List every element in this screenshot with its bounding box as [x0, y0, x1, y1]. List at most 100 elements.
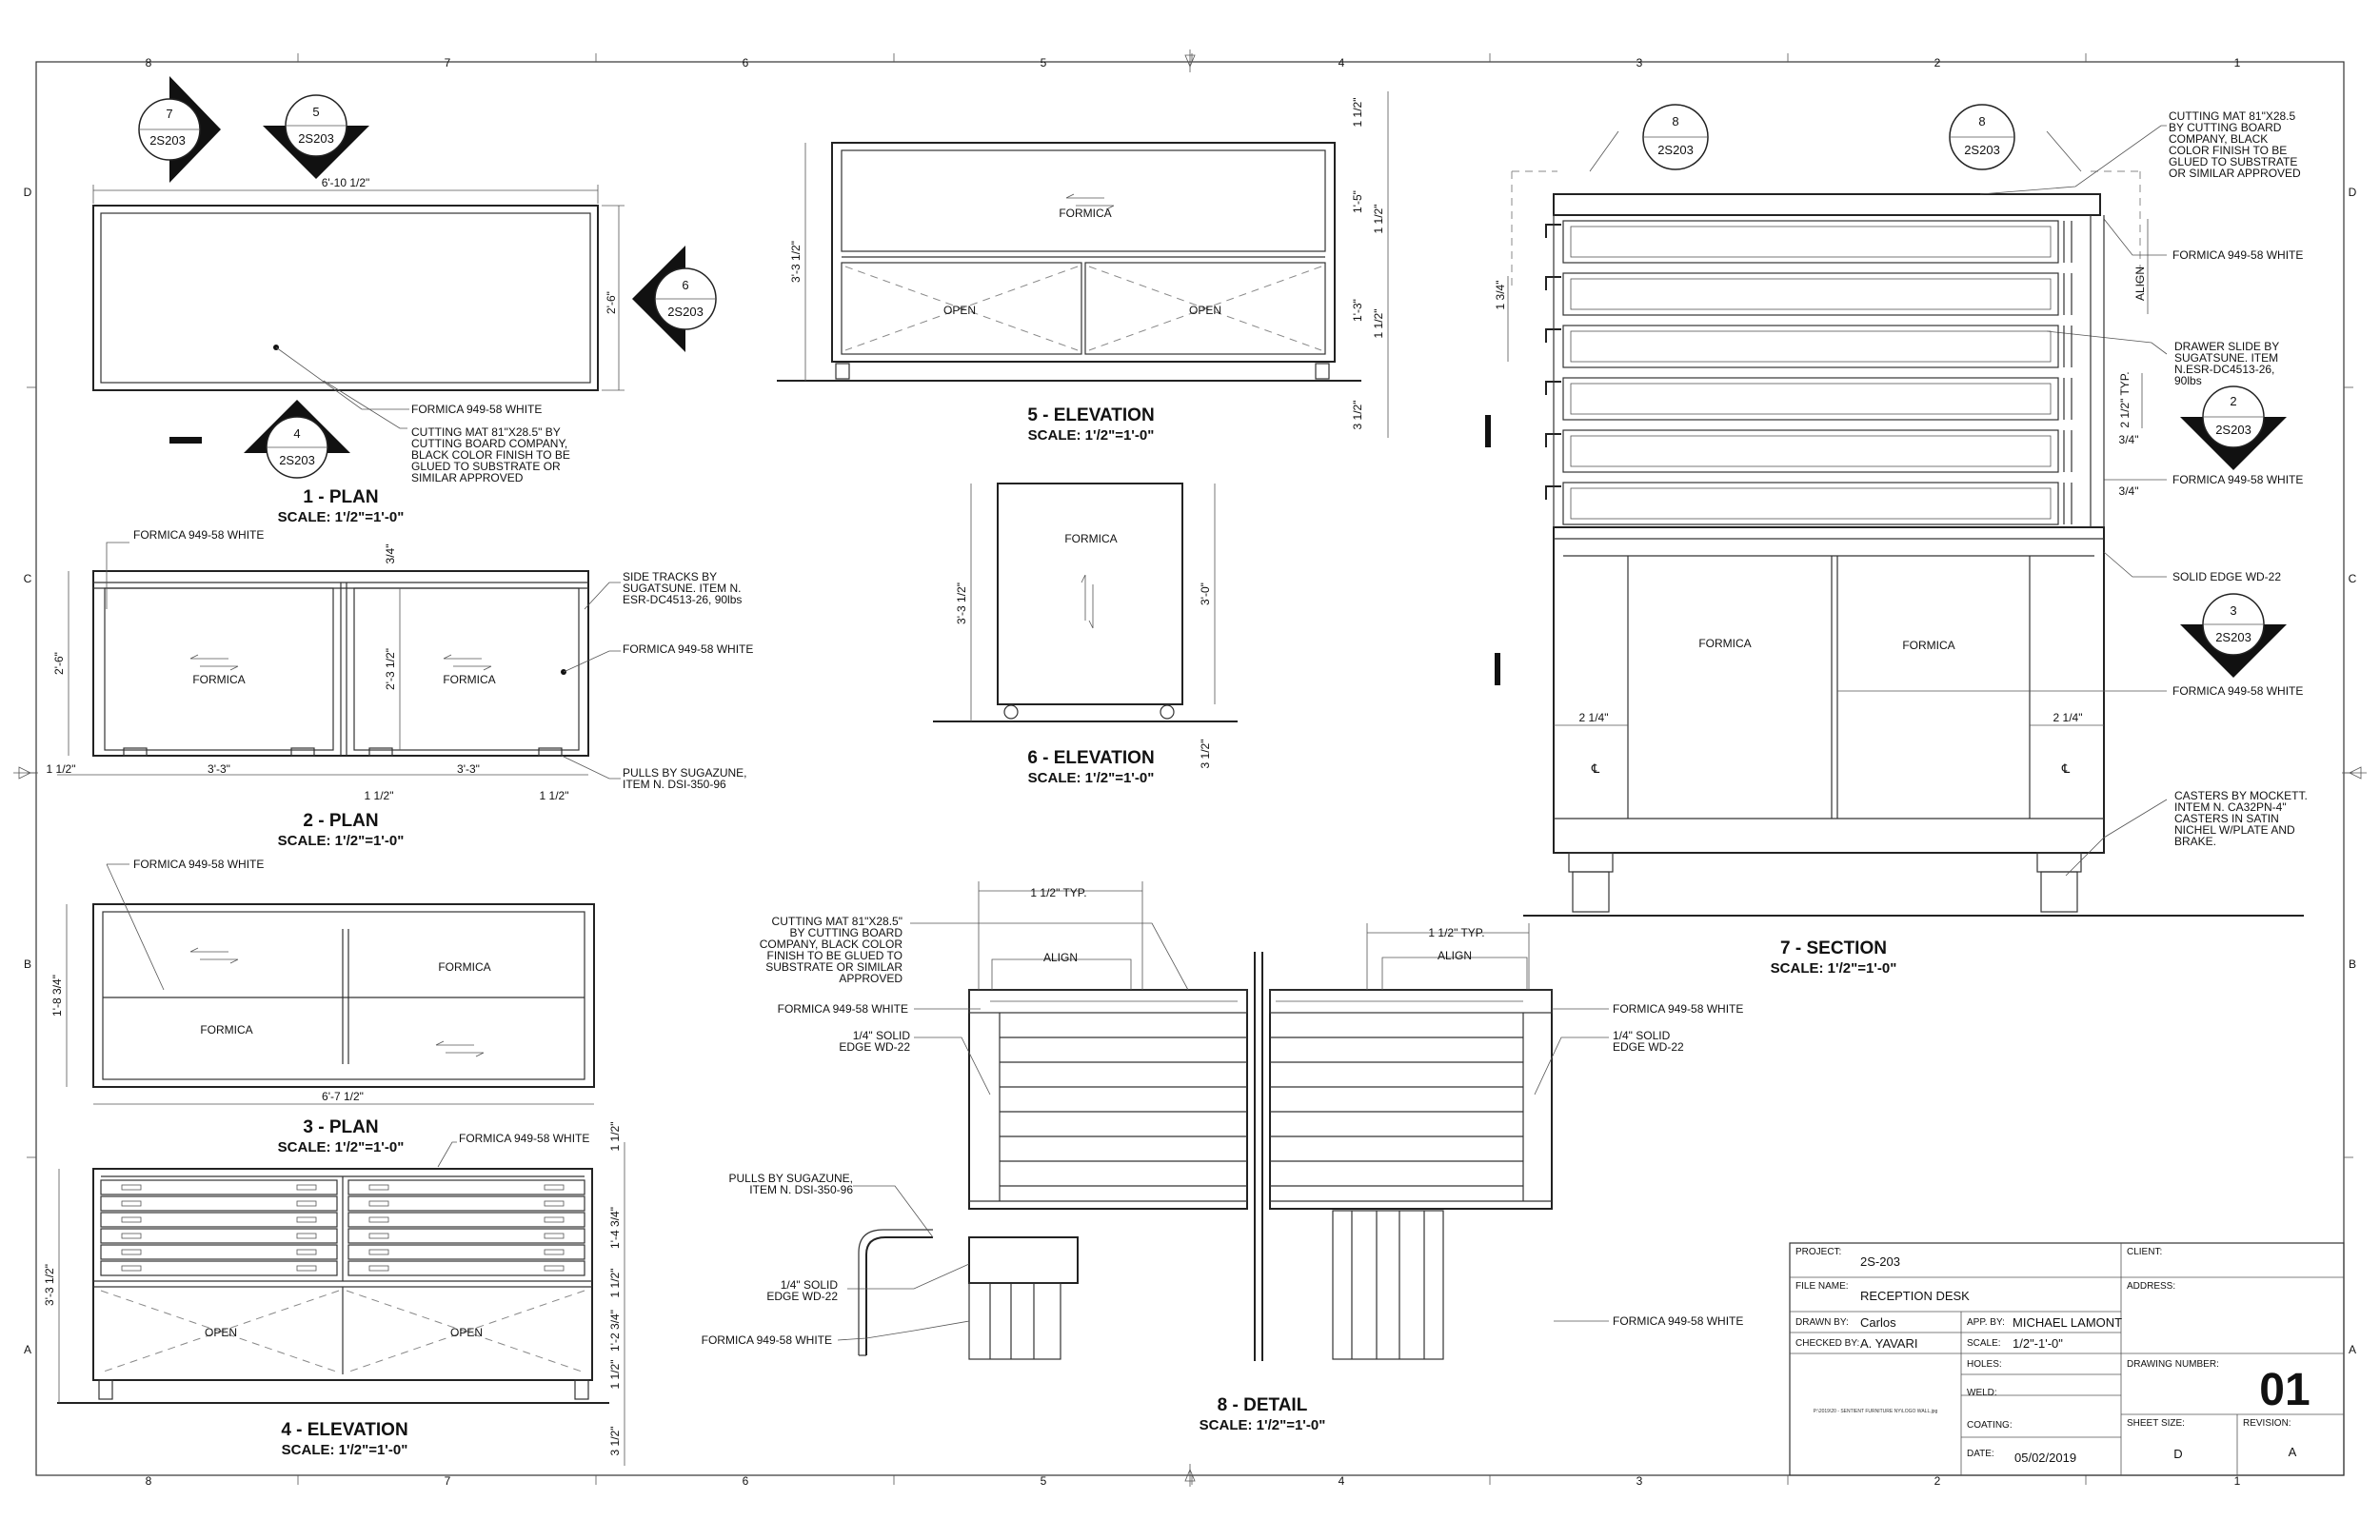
drawer-tray	[1570, 383, 2052, 415]
dimension-label: 3'-0"	[1199, 582, 1212, 605]
drawer-pull	[368, 1184, 389, 1191]
zone-number: 5	[1041, 56, 1047, 69]
drawer-pull	[296, 1200, 317, 1207]
zone-letter: B	[24, 958, 31, 971]
drawer-front	[347, 1244, 585, 1260]
dimension-label: 1'-5"	[1351, 190, 1364, 213]
title-block: PROJECT: 2S-203 CLIENT: FILE NAME: RECEP…	[1789, 1242, 2345, 1476]
note-solid-edge: EDGE WD-22	[1613, 1040, 1684, 1054]
callout-number: 2	[2230, 394, 2236, 408]
callout-3: 3 2S203	[2180, 593, 2287, 678]
dimension-label: 1 3/4"	[1494, 281, 1507, 310]
drawer-front	[100, 1195, 338, 1212]
note-cutting-mat: CUTTING BOARD COMPANY,	[411, 437, 567, 450]
view-title: 3 - PLAN	[303, 1117, 378, 1137]
view-7-drawers	[1545, 215, 2105, 527]
drawer-tray	[1570, 435, 2052, 467]
callout-number: 4	[293, 426, 300, 441]
view-scale: SCALE: 1'/2"=1'-0"	[1200, 1417, 1326, 1433]
zone-number: 8	[146, 1474, 152, 1488]
dimension-label: 3/4"	[2119, 433, 2139, 446]
view-scale: SCALE: 1'/2"=1'-0"	[278, 509, 405, 525]
note-casters: CASTERS IN SATIN	[2174, 812, 2279, 825]
note-pulls: PULLS BY SUGAZUNE,	[729, 1172, 854, 1185]
dimension-label: 1 1/2" TYP.	[1030, 886, 1086, 899]
drawer-front	[347, 1195, 585, 1212]
svg-text:℄: ℄	[2061, 761, 2071, 776]
note-formica: FORMICA 949-58 WHITE	[133, 858, 264, 871]
drawer-pull	[296, 1265, 317, 1272]
note-cutting-mat: SUBSTRATE OR SIMILAR	[765, 960, 902, 974]
note-cutting-mat: COMPANY, BLACK	[2169, 132, 2268, 146]
drawer-section	[1562, 272, 2059, 316]
zone-number: 8	[146, 56, 152, 69]
zone-letter: C	[2349, 572, 2357, 585]
note-formica: FORMICA 949-58 WHITE	[133, 528, 264, 542]
drawer-front	[347, 1228, 585, 1244]
drawer-pull	[368, 1216, 389, 1223]
label-sheet-size: SHEET SIZE:	[2127, 1418, 2185, 1429]
view-6-elevation: FORMICA 3'-3 1/2" 3'-0" 3 1/2" 6 - ELEVA…	[933, 483, 1238, 786]
zone-letter: D	[2349, 186, 2357, 199]
view-title: 8 - DETAIL	[1218, 1395, 1308, 1415]
view-4-elevation: OPEN OPEN 3'-3 1/2" FORMICA 949-58 WHITE…	[43, 1122, 625, 1466]
drawer-pull	[121, 1216, 142, 1223]
note-solid-edge: EDGE WD-22	[839, 1040, 910, 1054]
dimension-label: 3'-3 1/2"	[955, 582, 968, 624]
note-formica: FORMICA 949-58 WHITE	[778, 1002, 908, 1016]
note-cutting-mat: CUTTING MAT 81"X28.5" BY	[411, 425, 561, 439]
callout-sheet: 2S203	[1657, 143, 1694, 157]
label-formica-right: FORMICA	[443, 673, 495, 686]
dimension-label: 1 1/2"	[1372, 309, 1385, 339]
callout-6: 6 2S203	[632, 246, 717, 352]
note-cutting-mat: CUTTING MAT 81"X28.5"	[772, 915, 902, 928]
dimension-label: 3 1/2"	[1199, 740, 1212, 769]
drawer-front	[100, 1179, 338, 1195]
dimension-label: 2'-6"	[605, 291, 618, 314]
label-open: OPEN	[943, 304, 976, 317]
dimension-label: 2 1/4"	[2053, 711, 2083, 724]
dimension-label: 3'-3"	[208, 762, 230, 776]
zone-number: 7	[445, 56, 451, 69]
note-align: ALIGN	[1043, 951, 1078, 964]
label-coating: COATING:	[1967, 1420, 2013, 1431]
value-drawing-number: 01	[2259, 1365, 2310, 1415]
dimension-label: 1 1/2"	[608, 1360, 622, 1390]
callout-sheet: 2S203	[279, 453, 315, 467]
note-cutting-mat: BY CUTTING BOARD	[2169, 121, 2282, 134]
drawer-pull	[1545, 224, 1561, 238]
border-zone-letters: D C B A D C B A	[24, 186, 2357, 1356]
view-8-slats	[969, 1037, 1552, 1202]
dimension-label: 3/4"	[2119, 484, 2139, 498]
dimension-label: 1 1/2"	[540, 789, 569, 802]
label-formica: FORMICA	[438, 960, 490, 974]
dimension-label: 1 1/2" TYP.	[1428, 926, 1484, 939]
note-side-tracks: SUGATSUNE. ITEM N.	[623, 582, 741, 595]
note-pulls: ITEM N. DSI-350-96	[623, 778, 726, 791]
callout-5: 5 2S203	[263, 94, 369, 179]
label-formica: FORMICA	[1698, 637, 1751, 650]
value-revision: A	[2289, 1445, 2297, 1459]
view-2-plan: FORMICA FORMICA FORMICA 949-58 WHITE SID…	[47, 528, 754, 849]
callout-number: 8	[1978, 114, 1985, 128]
view-8-detail: 1 1/2" TYP. 1 1/2" TYP. ALIGN ALIGN CUTT…	[702, 881, 1743, 1433]
drawer-pull	[368, 1200, 389, 1207]
zone-number: 1	[2234, 1474, 2241, 1488]
value-file-name: RECEPTION DESK	[1860, 1289, 1970, 1303]
value-sheet-size: D	[2173, 1447, 2182, 1461]
drawer-front	[347, 1179, 585, 1195]
drawer-front	[100, 1260, 338, 1276]
callout-number: 7	[166, 107, 172, 121]
note-drawer-slide: N.ESR-DC4513-26,	[2174, 363, 2274, 376]
note-cutting-mat: OR SIMILAR APPROVED	[2169, 167, 2301, 180]
zone-number: 2	[1934, 56, 1941, 69]
note-pulls: PULLS BY SUGAZUNE,	[623, 766, 747, 780]
drawer-pull	[1545, 276, 1561, 290]
dimension-label: 3'-3 1/2"	[789, 241, 803, 283]
note-side-tracks: ESR-DC4513-26, 90lbs	[623, 593, 742, 606]
note-formica: FORMICA 949-58 WHITE	[623, 642, 753, 656]
label-client: CLIENT:	[2127, 1247, 2162, 1257]
callout-sheet: 2S203	[667, 305, 704, 319]
callout-number: 5	[312, 105, 319, 119]
label-checked-by: CHECKED BY:	[1795, 1338, 1859, 1349]
